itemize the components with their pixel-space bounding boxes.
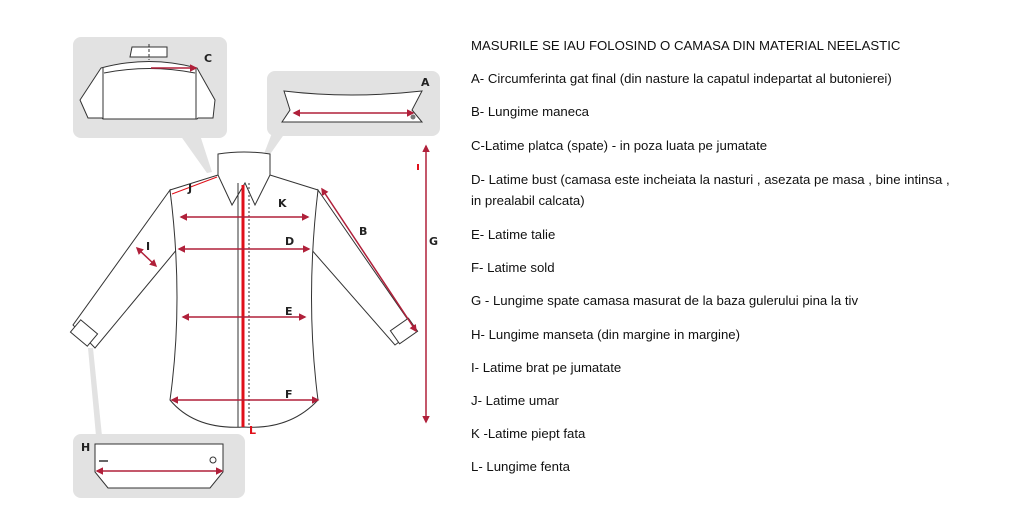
label-i: I xyxy=(146,240,150,253)
label-h: H xyxy=(81,441,90,454)
arrow-i xyxy=(135,246,158,268)
item-k: K -Latime piept fata xyxy=(471,426,586,441)
label-f: F xyxy=(285,388,293,401)
item-i: I- Latime brat pe jumatate xyxy=(471,360,622,375)
callout-back-connector xyxy=(180,135,212,173)
item-g: G - Lungime spate camasa masurat de la b… xyxy=(471,293,859,308)
shirt-measurement-diagram: C A H K D E xyxy=(69,37,440,498)
item-f: F- Latime sold xyxy=(471,260,555,275)
label-l: L xyxy=(249,424,256,437)
label-d: D xyxy=(285,235,294,248)
label-j: J xyxy=(187,182,192,195)
instructions-title: MASURILE SE IAU FOLOSIND O CAMASA DIN MA… xyxy=(471,38,901,53)
item-e: E- Latime talie xyxy=(471,227,556,242)
label-c: C xyxy=(204,52,212,65)
callout-cuff-connector xyxy=(88,348,102,436)
item-d-cont: in prealabil calcata) xyxy=(471,193,585,208)
label-e: E xyxy=(285,305,293,318)
back-yoke-panel: C xyxy=(73,37,227,138)
item-l: L- Lungime fenta xyxy=(471,459,570,474)
collar-panel: A xyxy=(267,71,440,136)
line-j xyxy=(171,176,218,195)
cuff-panel: H xyxy=(73,434,245,498)
item-h: H- Lungime manseta (din margine in margi… xyxy=(471,327,740,342)
item-j: J- Latime umar xyxy=(471,393,559,408)
label-g: G xyxy=(429,235,438,248)
item-d: D- Latime bust (camasa este incheiata la… xyxy=(471,172,950,187)
label-a: A xyxy=(421,76,430,89)
item-b: B- Lungime maneca xyxy=(471,104,590,119)
label-b: B xyxy=(359,225,367,238)
item-c: C-Latime platca (spate) - in poza luata … xyxy=(471,138,768,153)
arrow-b xyxy=(321,187,417,333)
item-a: A- Circumferinta gat final (din nasture … xyxy=(471,71,892,86)
label-k: K xyxy=(278,197,287,210)
